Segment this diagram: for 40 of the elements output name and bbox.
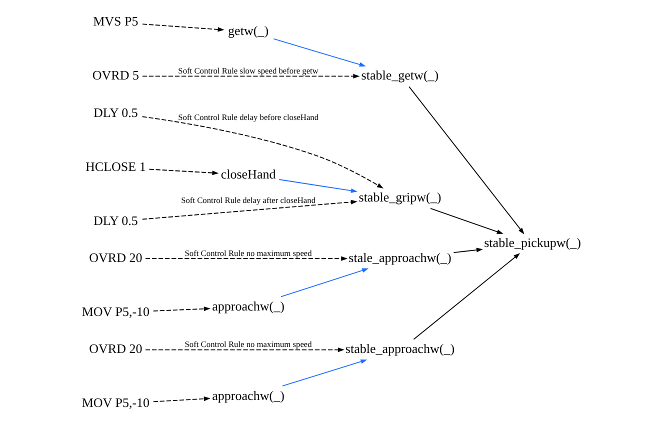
node-text: stable_gripw(_) [358, 190, 442, 205]
node-text: closeHand [220, 166, 276, 182]
edge-label: Soft Control Rule no maximum speed [184, 340, 312, 350]
node-text: stable_approachw(_) [345, 341, 455, 356]
node-text: DLY 0.5 [93, 212, 138, 228]
arrow [430, 208, 504, 234]
node-text: OVRD 20 [89, 250, 142, 266]
edge-label: Soft Control Rule delay after closeHand [181, 196, 316, 205]
arrow [142, 74, 360, 78]
arrow [152, 396, 210, 402]
node-text: approachw(_) [212, 298, 284, 314]
arrow [142, 200, 358, 220]
node-text: getw(_) [228, 22, 269, 38]
node-text: MOV P5,-10 [82, 304, 150, 320]
arrow [413, 253, 520, 340]
arrow [453, 248, 483, 254]
node-text: stable_getw(_) [361, 68, 439, 83]
arrow [280, 268, 369, 298]
arrow [152, 306, 210, 312]
node-text: DLY 0.5 [93, 104, 138, 120]
edge-label: Soft Control Rule delay before closeHand [178, 113, 319, 122]
node-text: HCLOSE 1 [86, 158, 146, 174]
arrow [145, 348, 344, 352]
node-text: stale_approachw(_) [348, 250, 452, 266]
node-text: approachw(_) [212, 388, 284, 403]
arrow [408, 86, 524, 234]
arrow [148, 168, 219, 176]
edge-label: Soft Control Rule slow speed before getw [178, 66, 318, 76]
node-text: MOV P5,-10 [82, 395, 150, 410]
arrow [142, 24, 224, 32]
node-text: MVS P5 [93, 14, 138, 29]
node-text: stable_pickupw(_) [484, 235, 582, 250]
arrow [145, 256, 348, 261]
arrow [278, 179, 358, 193]
arrow [142, 116, 384, 188]
arrow [282, 359, 368, 386]
arrow [273, 38, 366, 67]
edge-label: Soft Control Rule no maximum speed [184, 248, 312, 258]
node-text: OVRD 20 [89, 341, 142, 356]
node-text: OVRD 5 [92, 68, 140, 83]
